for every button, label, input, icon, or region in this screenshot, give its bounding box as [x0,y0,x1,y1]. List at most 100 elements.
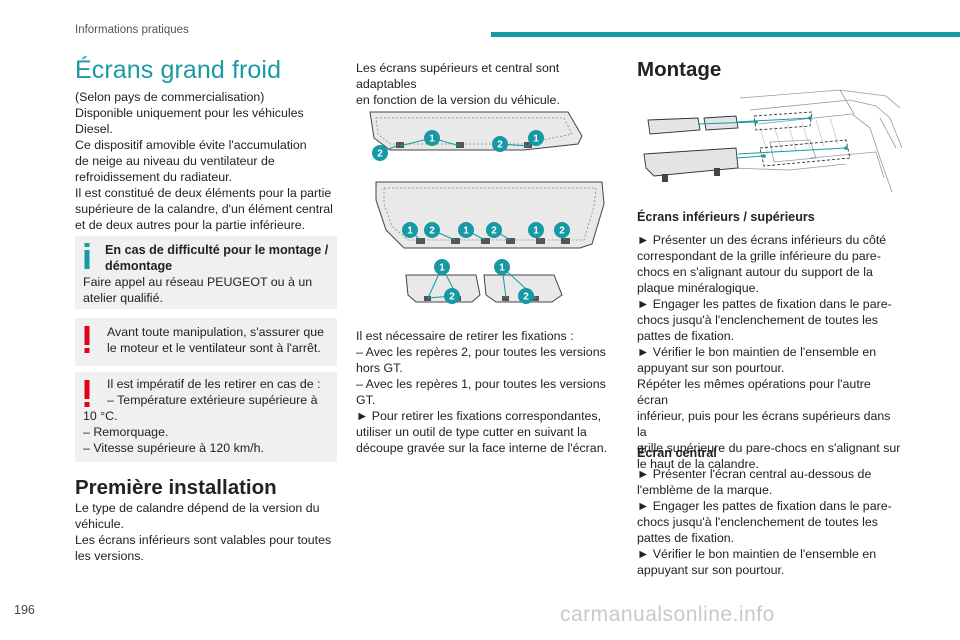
middle-intro: Les écrans supérieurs et central sont ad… [356,60,618,108]
marker-2: 2 [424,222,440,238]
svg-text:2: 2 [559,226,565,237]
text-line: ► Présenter l'écran central au-dessous d… [637,467,872,481]
warning-text: 10 °C. [83,409,118,423]
marker-1: 1 [402,222,418,238]
warning-icon [84,326,90,353]
warning-box: Avant toute manipulation, s'assurer que … [75,318,337,366]
marker-2: 2 [444,288,460,304]
svg-text:2: 2 [377,149,383,160]
text-line: Il est constitué de deux éléments pour l… [75,186,332,200]
text-line: Ce dispositif amovible évite l'accumulat… [75,138,307,152]
text-line: correspondant de la grille inférieure du… [637,249,881,263]
text-line: chocs jusqu'à l'enclenchement de toutes … [637,313,878,327]
text-line: découpe gravée sur la face interne de l'… [356,441,608,455]
text-line: Diesel. [75,122,113,136]
warning-box: Il est impératif de les retirer en cas d… [75,372,337,462]
svg-text:2: 2 [449,292,455,303]
page-title: Écrans grand froid [75,56,282,84]
central-steps: ► Présenter l'écran central au-dessous d… [637,466,901,578]
text-line: inférieur, puis pour les écrans supérieu… [637,409,891,439]
info-note-heading: démontage [105,259,173,273]
text-line: refroidissement du radiateur. [75,170,233,184]
text-line: l'emblème de la marque. [637,483,773,497]
marker-1: 1 [458,222,474,238]
section-paragraph: Le type de calandre dépend de la version… [75,500,337,564]
info-note-heading: En cas de difficulté pour le montage / [105,243,329,257]
marker-2: 2 [372,145,388,161]
text-line: pattes de fixation. [637,329,735,343]
montage-steps: ► Présenter un des écrans inférieurs du … [637,232,901,472]
marker-1: 1 [528,130,544,146]
text-line: en fonction de la version du véhicule. [356,93,560,107]
marker-1: 1 [494,259,510,275]
svg-text:2: 2 [523,292,529,303]
svg-text:1: 1 [533,134,539,145]
text-line: ► Engager les pattes de fixation dans le… [637,499,892,513]
marker-2: 2 [518,288,534,304]
info-note-text: Faire appel au réseau PEUGEOT ou à un [83,275,313,289]
text-line: – Avec les repères 2, pour toutes les ve… [356,345,606,359]
svg-text:1: 1 [533,226,539,237]
section-title: Première installation [75,476,277,499]
warning-text: – Remorquage. [83,425,169,439]
marker-2: 2 [554,222,570,238]
marker-1: 1 [434,259,450,275]
svg-text:1: 1 [499,263,505,274]
warning-text: Il est impératif de les retirer en cas d… [107,377,321,391]
text-line: pattes de fixation. [637,531,735,545]
text-line: – Avec les repères 1, pour toutes les ve… [356,377,606,391]
text-line: hors GT. [356,361,403,375]
text-line: utiliser un outil de type cutter en suiv… [356,425,587,439]
section-title-montage: Montage [637,58,722,81]
page-number: 196 [14,603,35,617]
screens-illustration: 1 2 1 2 1 2 1 2 1 2 1 1 2 2 [369,111,605,304]
svg-text:2: 2 [497,140,503,151]
text-line: chocs jusqu'à l'enclenchement de toutes … [637,515,878,529]
car-front-illustration [643,89,902,193]
central-screen-drawing [375,181,605,249]
svg-text:1: 1 [407,226,413,237]
text-line: le haut de la calandre. [637,457,759,471]
info-icon [84,243,90,269]
subsection-title: Écrans inférieurs / supérieurs [637,210,815,224]
text-line: (Selon pays de commercialisation) [75,90,265,104]
middle-instructions: Il est nécessaire de retirer les fixatio… [356,328,618,456]
info-note-box: En cas de difficulté pour le montage / d… [75,236,337,309]
text-line: Les écrans inférieurs sont valables pour… [75,533,332,547]
text-line: ► Présenter un des écrans inférieurs du … [637,233,887,247]
svg-text:2: 2 [491,226,497,237]
text-line: et de deux autres pour la partie inférie… [75,218,306,232]
intro-paragraph: (Selon pays de commercialisation) Dispon… [75,89,337,233]
lower-screens-drawing [405,274,563,303]
subsection-title: Écran central [637,446,717,460]
marker-1: 1 [424,130,440,146]
warning-text: – Vitesse supérieure à 120 km/h. [83,441,264,455]
text-line: Le type de calandre dépend de la version… [75,501,320,515]
svg-text:1: 1 [439,263,445,274]
marker-2: 2 [492,136,508,152]
text-line: ► Engager les pattes de fixation dans le… [637,297,892,311]
text-line: supérieure de la calandre, d'un élément … [75,202,333,216]
text-line: ► Pour retirer les fixations corresponda… [356,409,602,423]
watermark: carmanualsonline.info [560,603,775,626]
text-line: Les écrans supérieurs et central sont ad… [356,61,560,91]
marker-1: 1 [528,222,544,238]
running-header: Informations pratiques [75,24,189,36]
text-line: appuyant sur son pourtour. [637,361,785,375]
warning-text: – Température extérieure supérieure à [107,393,318,407]
text-line: appuyant sur son pourtour. [637,563,785,577]
text-line: GT. [356,393,376,407]
text-line: Disponible uniquement pour les véhicules [75,106,304,120]
header-accent-bar [491,32,960,37]
text-line: les versions. [75,549,144,563]
text-line: chocs en s'alignant autour du support de… [637,265,873,279]
svg-text:1: 1 [429,134,435,145]
text-line: plaque minéralogique. [637,281,759,295]
marker-2: 2 [486,222,502,238]
warning-icon [84,380,90,407]
text-line: véhicule. [75,517,124,531]
svg-text:2: 2 [429,226,435,237]
text-line: de neige au niveau du ventilateur de [75,154,275,168]
text-line: ► Vérifier le bon maintien de l'ensemble… [637,345,877,359]
warning-text: le moteur et le ventilateur sont à l'arr… [107,341,321,355]
